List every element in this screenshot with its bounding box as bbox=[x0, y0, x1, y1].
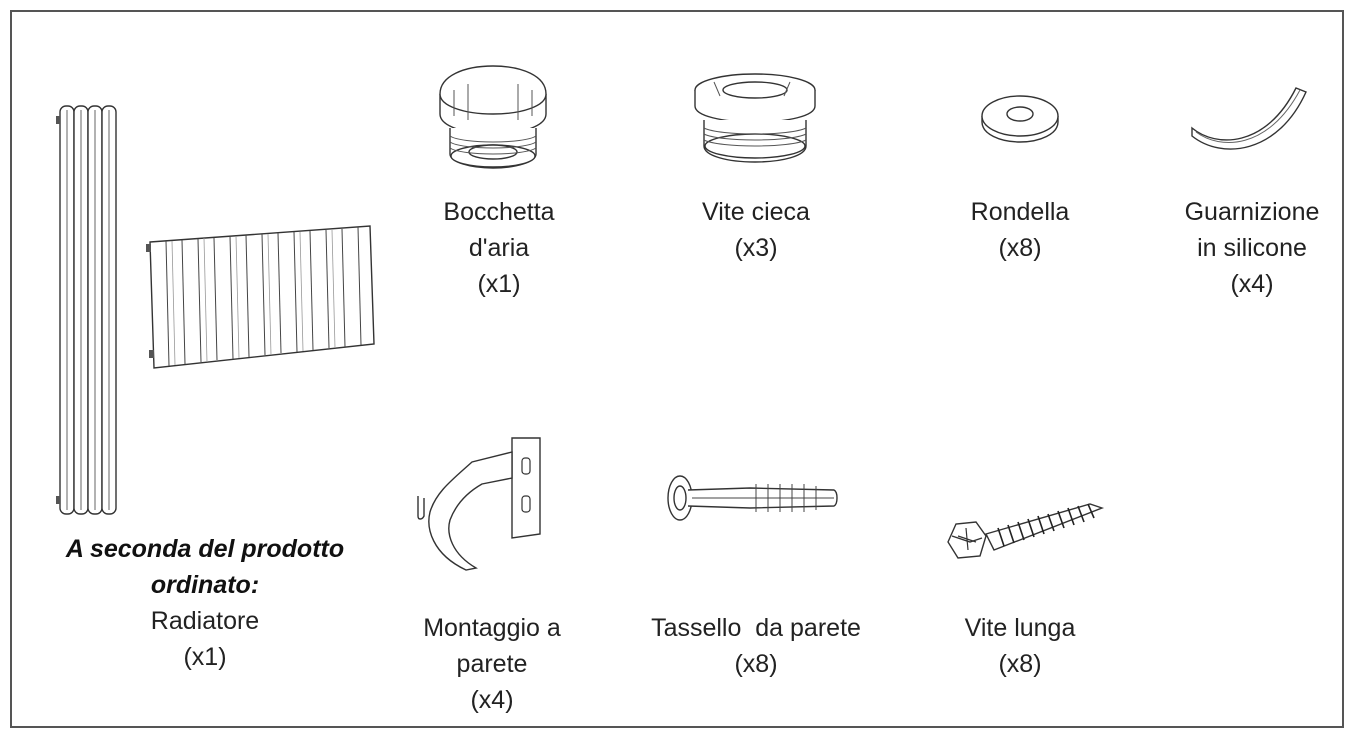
horizontal-radiator-illustration bbox=[146, 222, 378, 372]
wall-bracket-name-line2: parete bbox=[456, 650, 528, 678]
gasket-name-line2: in silicone bbox=[1197, 234, 1307, 262]
wall-bracket-label: Montaggio a parete (x4) bbox=[392, 610, 592, 718]
silicone-gasket-illustration bbox=[1186, 80, 1310, 166]
parts-list-frame bbox=[10, 10, 1344, 728]
blind-plug-qty: (x3) bbox=[734, 234, 778, 262]
gasket-qty: (x4) bbox=[1230, 270, 1274, 298]
radiator-note-line2: ordinato: bbox=[150, 571, 260, 599]
long-screw-illustration bbox=[940, 498, 1106, 570]
air-vent-name-line1: Bocchetta bbox=[443, 198, 555, 226]
wall-bracket-illustration bbox=[412, 434, 544, 574]
blind-plug-name: Vite cieca bbox=[702, 198, 810, 226]
vertical-radiator-illustration bbox=[56, 104, 124, 518]
air-vent-label: Bocchetta d'aria (x1) bbox=[399, 194, 599, 302]
radiator-label: A seconda del prodotto ordinato: Radiato… bbox=[40, 531, 370, 675]
wall-plug-label: Tassello da parete (x8) bbox=[616, 610, 896, 682]
wall-plug-qty: (x8) bbox=[734, 650, 778, 678]
gasket-label: Guarnizione in silicone (x4) bbox=[1150, 194, 1354, 302]
wall-plug-name: Tassello da parete bbox=[651, 614, 861, 642]
radiator-name: Radiatore bbox=[150, 607, 260, 635]
blind-plug-illustration bbox=[690, 70, 820, 166]
wall-bracket-name-line1: Montaggio a bbox=[423, 614, 561, 642]
wall-plug-illustration bbox=[664, 470, 840, 526]
blind-plug-label: Vite cieca (x3) bbox=[656, 194, 856, 266]
washer-name: Rondella bbox=[970, 198, 1070, 226]
long-screw-label: Vite lunga (x8) bbox=[920, 610, 1120, 682]
radiator-note-line1: A seconda del prodotto bbox=[65, 535, 345, 563]
air-vent-name-line2: d'aria bbox=[468, 234, 530, 262]
radiator-qty: (x1) bbox=[183, 643, 227, 671]
air-vent-qty: (x1) bbox=[477, 270, 521, 298]
gasket-name-line1: Guarnizione bbox=[1184, 198, 1320, 226]
long-screw-qty: (x8) bbox=[998, 650, 1042, 678]
long-screw-name: Vite lunga bbox=[964, 614, 1076, 642]
wall-bracket-qty: (x4) bbox=[470, 686, 514, 714]
washer-label: Rondella (x8) bbox=[920, 194, 1120, 266]
washer-qty: (x8) bbox=[998, 234, 1042, 262]
washer-illustration bbox=[978, 92, 1062, 146]
air-vent-illustration bbox=[432, 62, 554, 172]
